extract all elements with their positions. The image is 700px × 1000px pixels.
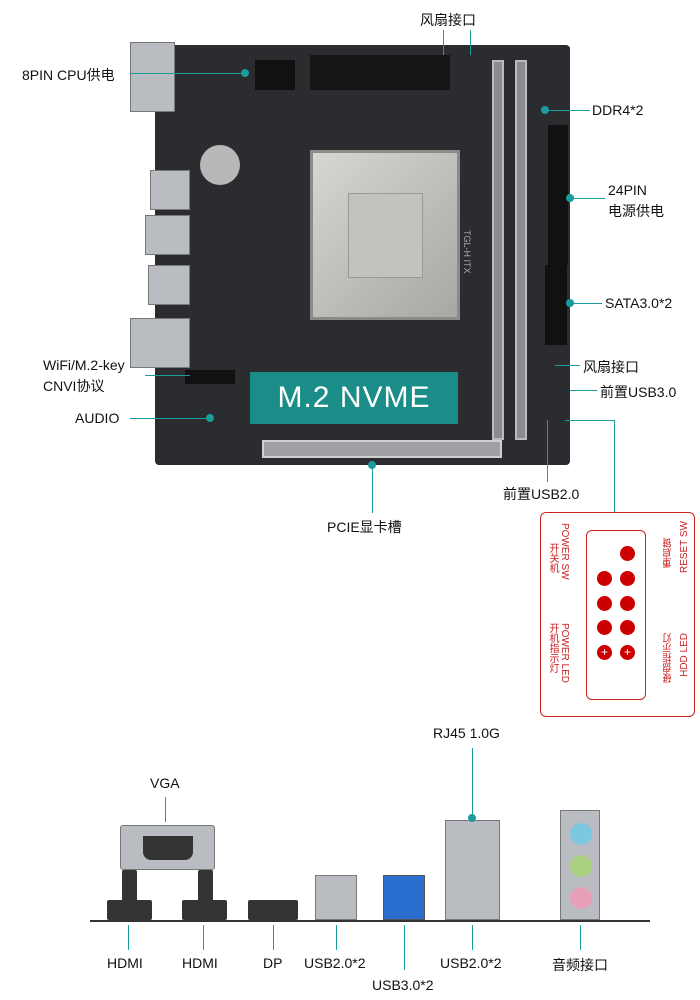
lan-port	[130, 318, 190, 368]
dp-port	[248, 900, 298, 920]
callout-sata: SATA3.0*2	[605, 295, 673, 311]
usb3-ports	[383, 875, 425, 920]
cmos-battery	[200, 145, 240, 185]
callout-front-usb3: 前置USB3.0	[600, 384, 677, 400]
usb-port	[145, 215, 190, 255]
vga-port	[130, 42, 175, 112]
hdmi-port	[107, 900, 152, 920]
io-vga-label: VGA	[150, 775, 180, 791]
io-hdmi2-label: HDMI	[182, 955, 218, 971]
io-hdmi1-label: HDMI	[107, 955, 143, 971]
io-audio-label: 音频接口	[552, 957, 608, 973]
io-usb2b-label: USB2.0*2	[440, 955, 502, 971]
power-led-label: POWER LED	[559, 623, 570, 684]
callout-fan-top: 风扇接口	[420, 12, 476, 28]
ram-slot-2	[515, 60, 527, 440]
usb2-ports	[315, 875, 357, 920]
callout-pcie: PCIE显卡槽	[327, 519, 402, 535]
io-dp-label: DP	[263, 955, 283, 971]
cpu-power-connector	[255, 60, 295, 90]
callout-wifi-1: WiFi/M.2-key	[43, 357, 125, 373]
callout-front-usb2: 前置USB2.0	[503, 486, 580, 502]
callout-audio: AUDIO	[75, 410, 120, 426]
callout-atx-2: 电源供电	[608, 203, 664, 219]
rj45-usb-stack	[445, 820, 500, 920]
usb-port	[148, 265, 190, 305]
io-baseline	[90, 920, 650, 922]
power-sw-cn: 开关机	[547, 543, 558, 573]
sata-ports	[545, 265, 567, 345]
audio-jacks	[560, 810, 600, 920]
io-usb3-label: USB3.0*2	[372, 977, 434, 993]
atx-connector	[548, 125, 568, 265]
hdd-led-cn: 硬盘指示灯	[663, 633, 674, 683]
pcie-slot	[262, 440, 502, 458]
board-silk: TGL-H ITX	[462, 230, 472, 274]
vrm-heatsink	[310, 55, 450, 90]
hdmi-port	[182, 900, 227, 920]
power-sw-label: POWER SW	[559, 523, 570, 580]
hdd-led-label: HDD LED	[679, 633, 690, 677]
vga-port	[120, 825, 215, 870]
callout-ddr: DDR4*2	[592, 102, 644, 118]
cpu-heatsink	[310, 150, 460, 320]
pin	[620, 546, 635, 561]
callout-wifi-2: CNVI协议	[43, 378, 105, 394]
usb-port	[150, 170, 190, 210]
m2-nvme-banner: M.2 NVME	[250, 372, 458, 424]
power-led-cn: 开机指示灯	[547, 623, 558, 673]
callout-fan-side: 风扇接口	[583, 359, 639, 375]
callout-cpu-power: 8PIN CPU供电	[22, 67, 115, 83]
reset-sw-cn: 重启键	[663, 538, 674, 568]
reset-sw-label: RESET SW	[679, 521, 690, 574]
io-rj45-label: RJ45 1.0G	[433, 725, 500, 741]
callout-atx-1: 24PIN	[608, 182, 647, 198]
front-panel-header-diagram: ++ RESET SW 重启键 POWER SW 开关机 HDD LED 硬盘指…	[540, 512, 695, 717]
io-usb2a-label: USB2.0*2	[304, 955, 366, 971]
wifi-slot	[185, 370, 235, 384]
ram-slot-1	[492, 60, 504, 440]
